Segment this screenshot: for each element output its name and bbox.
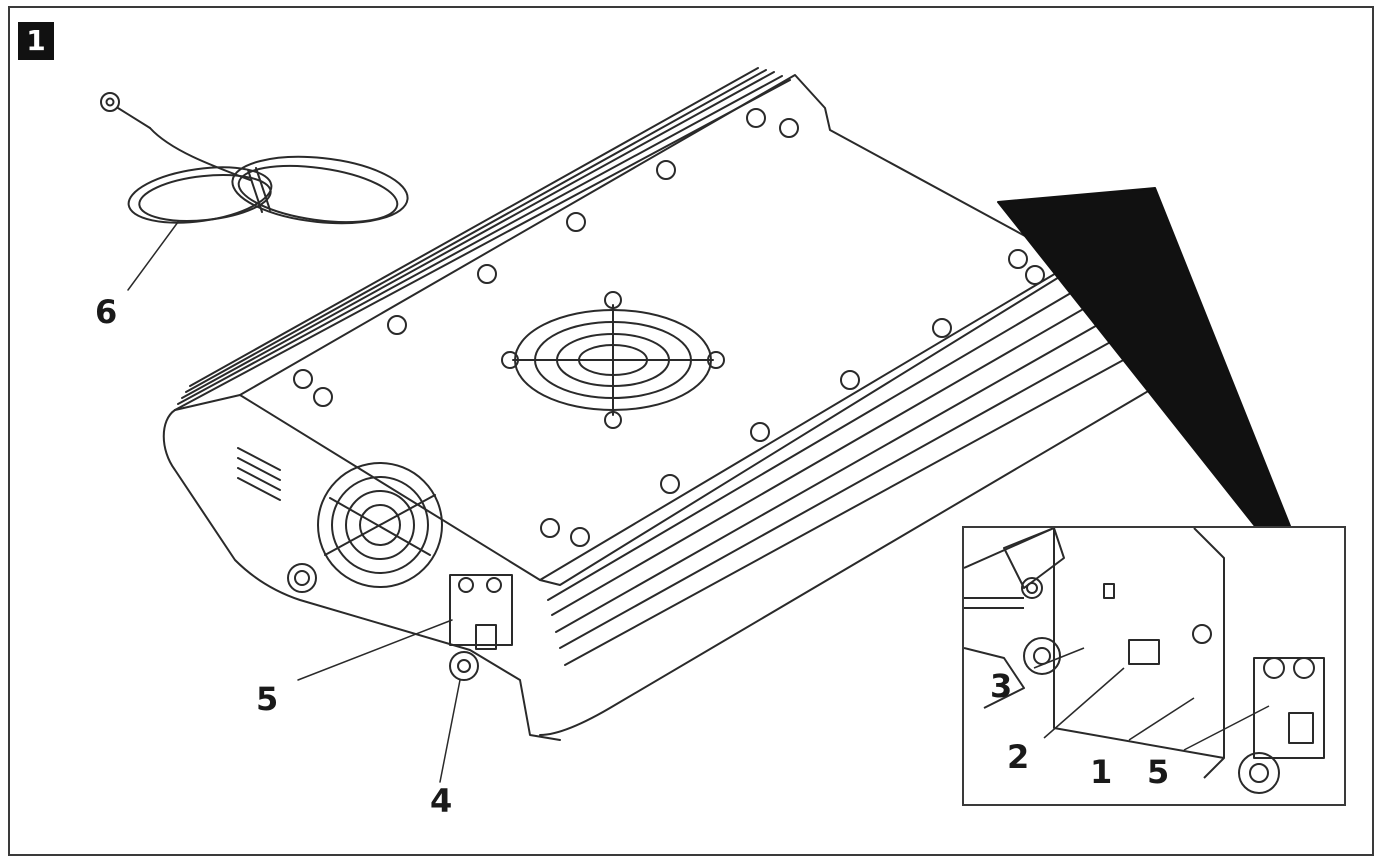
callout-5-inset-terminal: 5 xyxy=(1147,753,1170,791)
callout-1: 1 xyxy=(1090,753,1113,791)
callout-6-ground-cable: 6 xyxy=(95,293,118,331)
callout-4-ground-stud: 4 xyxy=(430,782,453,820)
detail-illustration xyxy=(964,528,1325,794)
callout-5-terminal: 5 xyxy=(256,680,279,718)
callout-2: 2 xyxy=(1007,738,1030,776)
figure-number-badge: 1 xyxy=(18,22,54,60)
ground-cable xyxy=(100,92,409,291)
callout-3: 3 xyxy=(990,667,1013,705)
detail-inset xyxy=(962,526,1346,806)
